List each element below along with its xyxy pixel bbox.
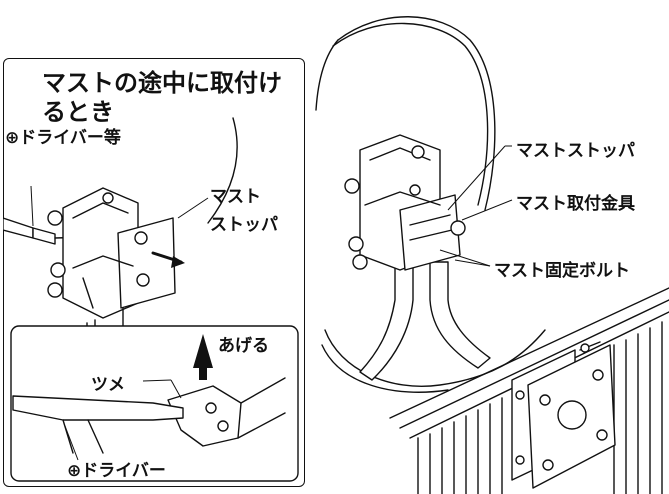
inset-illustration xyxy=(3,117,299,482)
inset-stopper-label-line2: ストッパ xyxy=(210,215,278,235)
railing-mount-plate xyxy=(511,341,616,489)
inset-stopper-label-line1: マスト xyxy=(210,187,261,207)
callout-leaders xyxy=(439,145,513,267)
dish-antenna-reflector xyxy=(315,16,546,393)
inset-title-line1: マストの途中に取付け xyxy=(42,69,282,97)
detail-driver-label: ⊕ドライバー xyxy=(67,461,166,481)
callout-mast-fixing-bolt: マスト固定ボルト xyxy=(494,261,630,281)
support-arm xyxy=(359,259,491,381)
detail-tab-label: ツメ xyxy=(91,375,125,395)
callout-mast-mount-bracket: マスト取付金具 xyxy=(516,194,635,214)
mast-bracket xyxy=(344,134,466,271)
inset-dish-edge xyxy=(207,117,238,224)
lift-arrow-icon xyxy=(193,334,213,380)
inset-tool-label: ⊕ドライバー等 xyxy=(5,128,121,148)
balcony-railing xyxy=(389,287,669,494)
detail-lift-label: あげる xyxy=(218,336,269,356)
inset-title-line2: るとき xyxy=(42,98,114,126)
detail-illustration xyxy=(12,334,286,461)
callout-mast-stopper: マストストッパ xyxy=(516,141,635,161)
inset-bracket xyxy=(47,187,209,334)
